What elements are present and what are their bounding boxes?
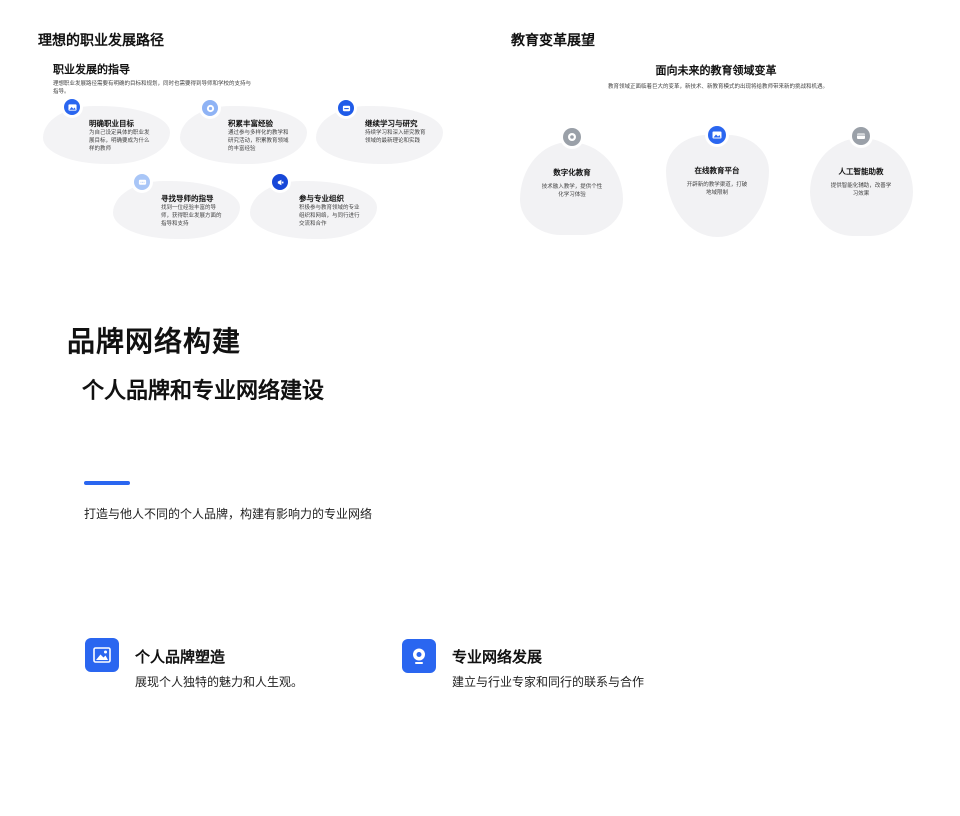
future-card-ai bbox=[810, 138, 913, 236]
future-card-digital bbox=[520, 142, 623, 235]
career-card-experience bbox=[180, 106, 307, 164]
future-reform-subtitle: 面向未来的教育领域变革 bbox=[655, 64, 777, 77]
future-reform-intro: 教育领域正面临着巨大的变革，新技术、新教育模式的出现将给教师带来新的挑战和机遇。 bbox=[607, 84, 828, 90]
location-icon bbox=[402, 639, 436, 673]
brand-lead-text: 打造与他人不同的个人品牌，构建有影响力的专业网络 bbox=[84, 507, 373, 521]
target-icon bbox=[563, 128, 581, 146]
education-reform-title: 教育变革展望 bbox=[511, 33, 595, 49]
professional-network-title: 专业网络发展 bbox=[452, 648, 543, 666]
career-card-goal-title: 明确职业目标 bbox=[89, 119, 134, 128]
future-card-online-desc: 开辟新的教学渠道，打破地域限制 bbox=[686, 182, 748, 196]
target-icon bbox=[202, 100, 218, 116]
professional-network-desc: 建立与行业专家和同行的联系与合作 bbox=[452, 675, 645, 689]
career-path-title: 理想的职业发展路径 bbox=[38, 33, 164, 49]
future-card-online bbox=[666, 135, 769, 237]
future-card-online-title: 在线教育平台 bbox=[694, 166, 740, 175]
career-intro: 理想职业发展路径需要有明确的目标和规划，同时也需要得到导师和学校的支持与指导。 bbox=[53, 81, 252, 95]
brand-network-title: 品牌网络构建 bbox=[67, 325, 242, 358]
image-icon bbox=[708, 126, 726, 144]
career-card-organization-desc: 积极参与教育领域的专业组织和网络，与同行进行交流和合作 bbox=[299, 205, 360, 227]
image-icon bbox=[85, 638, 119, 672]
accent-divider bbox=[84, 481, 130, 485]
personal-brand-desc: 展现个人独特的魅力和人生观。 bbox=[135, 675, 304, 689]
megaphone-icon bbox=[272, 174, 288, 190]
career-card-goal bbox=[43, 106, 170, 164]
future-card-digital-title: 数字化教育 bbox=[553, 168, 591, 177]
future-card-digital-desc: 技术融入教学，提供个性化学习体验 bbox=[541, 184, 603, 198]
career-card-mentor bbox=[113, 181, 240, 239]
career-card-study-title: 继续学习与研究 bbox=[365, 119, 418, 128]
career-card-study-desc: 持续学习和深入研究教育领域的最新理论和实践 bbox=[365, 130, 426, 144]
career-card-study bbox=[316, 106, 443, 164]
career-card-experience-title: 积累丰富经验 bbox=[228, 119, 273, 128]
career-card-organization bbox=[250, 181, 377, 239]
career-guidance-subtitle: 职业发展的指导 bbox=[53, 63, 130, 76]
wallet-icon bbox=[852, 127, 870, 145]
inbox-icon bbox=[338, 100, 354, 116]
chat-icon bbox=[134, 174, 150, 190]
career-card-mentor-title: 寻找导师的指导 bbox=[161, 194, 214, 203]
personal-brand-title: 个人品牌塑造 bbox=[135, 648, 226, 666]
career-card-mentor-desc: 找到一位经验丰富的导师，获得职业发展方面的指导和支持 bbox=[161, 205, 222, 227]
future-card-ai-desc: 提供智能化辅助，改善学习效果 bbox=[830, 183, 892, 197]
brand-network-subtitle: 个人品牌和专业网络建设 bbox=[82, 379, 325, 404]
image-icon bbox=[64, 99, 80, 115]
career-card-goal-desc: 为自己设定具体的职业发展目标，明确要成为什么样的教师 bbox=[89, 130, 150, 152]
career-card-organization-title: 参与专业组织 bbox=[299, 194, 344, 203]
future-card-ai-title: 人工智能助教 bbox=[838, 167, 884, 176]
career-card-experience-desc: 通过参与多样化的教学和研究活动，积累教育领域的丰富经验 bbox=[228, 130, 289, 152]
